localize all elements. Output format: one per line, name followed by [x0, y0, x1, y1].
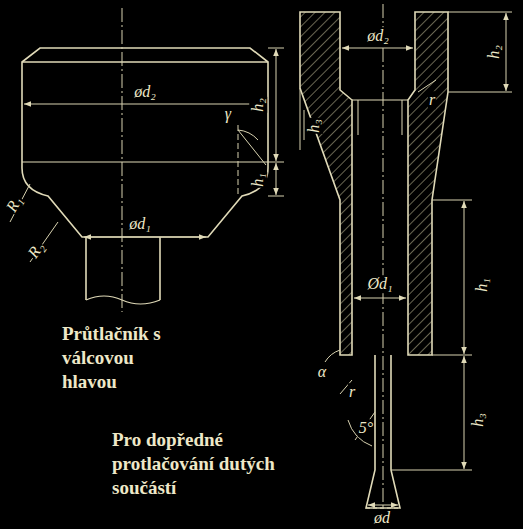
dimension-label: Ød₁	[366, 275, 393, 293]
dimension-label: h₂	[249, 97, 267, 113]
dimension-label: R₂	[24, 238, 48, 262]
dimension-label: ød₂	[366, 27, 390, 45]
dimension-label: h₁	[473, 277, 491, 293]
dimension-label: h₃	[305, 118, 323, 134]
dimension-label: 5°	[358, 419, 374, 437]
dimension-label: ød₂	[133, 83, 157, 101]
die-dimensions	[300, 4, 512, 525]
caption: Průtlačník s válcovou hlavou	[62, 322, 180, 394]
punch	[22, 48, 268, 304]
dimension-label: γ	[224, 105, 232, 123]
dimension-label: r	[348, 383, 356, 401]
punch-dimensions	[10, 8, 284, 312]
dimension-label: h₂	[485, 44, 503, 60]
dimension-label: α	[317, 363, 327, 381]
dimension-label: ød₁	[128, 215, 152, 233]
dimension-label: h₃	[469, 412, 487, 428]
dimension-label: h₁	[249, 172, 267, 188]
dimension-label: ød	[373, 509, 391, 527]
caption: Pro dopředné protlačování dutých součást…	[112, 428, 327, 500]
dimension-label: R₁	[2, 192, 26, 216]
dimension-label: r	[428, 91, 436, 109]
